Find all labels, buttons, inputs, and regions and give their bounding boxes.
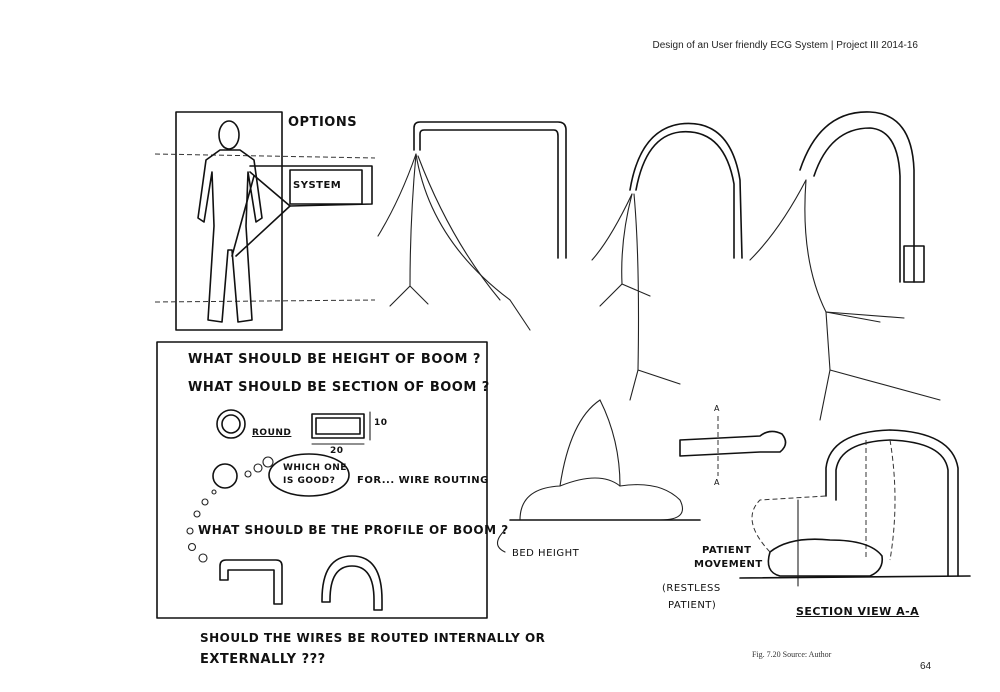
questions-box (156, 341, 488, 619)
thinking-face-sketch (212, 463, 238, 489)
page-header: Design of an User friendly ECG System | … (652, 40, 919, 51)
patient-top-view-sketch (679, 416, 787, 476)
patient-movement-line-2: MOVEMENT (694, 559, 763, 570)
which-one-line-2: IS GOOD? (283, 476, 336, 486)
system-box-sketch (235, 165, 373, 257)
dimension-20: 20 (330, 446, 344, 456)
question-profile: WHAT SHOULD BE THE PROFILE OF BOOM ? (198, 523, 509, 537)
which-one-bubble (268, 453, 350, 497)
question-section: WHAT SHOULD BE SECTION OF BOOM ? (188, 380, 490, 395)
figure-caption: Fig. 7.20 Source: Author (752, 650, 832, 659)
options-label: OPTIONS (288, 115, 358, 130)
section-a-top-label: A (714, 404, 720, 413)
bed-height-label: BED HEIGHT (512, 548, 580, 559)
section-a-bottom-label: A (714, 478, 720, 487)
bed-height-sketch (496, 399, 701, 553)
human-figure-sketch (154, 111, 376, 331)
for-wire-routing-label: FOR... WIRE ROUTING (357, 475, 489, 486)
section-view-label: SECTION VIEW A-A (796, 605, 920, 618)
restless-line-1: (RESTLESS (662, 583, 721, 594)
round-profile-sketch (321, 555, 383, 611)
round-section-sketch (216, 409, 246, 439)
restless-line-2: PATIENT) (668, 600, 717, 611)
page-number: 64 (920, 661, 932, 672)
system-label: SYSTEM (293, 180, 342, 191)
section-view-sketch (739, 429, 971, 587)
dimension-10: 10 (374, 418, 388, 428)
round-label: ROUND (252, 428, 292, 438)
boom-sketch-3 (749, 111, 941, 421)
question-wires-line-1: SHOULD THE WIRES BE ROUTED INTERNALLY OR (200, 631, 546, 645)
square-profile-sketch (219, 559, 283, 605)
rect-section-sketch (311, 413, 365, 439)
boom-sketch-1 (377, 121, 567, 331)
question-height: WHAT SHOULD BE HEIGHT OF BOOM ? (188, 352, 481, 367)
question-wires-line-2: EXTERNALLY ??? (200, 652, 326, 667)
which-one-line-1: WHICH ONE (283, 463, 347, 473)
patient-movement-line-1: PATIENT (702, 545, 752, 556)
boom-sketch-2 (591, 122, 743, 401)
